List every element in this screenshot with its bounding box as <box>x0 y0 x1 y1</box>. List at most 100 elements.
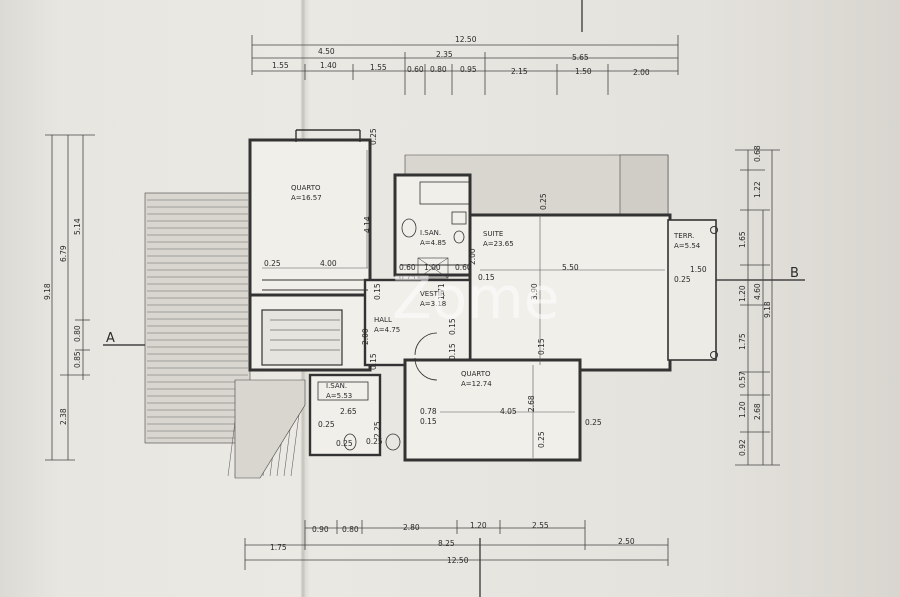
inner-dim: 0.15 <box>448 318 457 335</box>
left-dimensions <box>45 134 95 461</box>
top-dim: 4.50 <box>318 47 335 56</box>
left-dim: 0.85 <box>73 351 82 368</box>
top-total-dim: 12.50 <box>455 35 477 44</box>
room-area-bathroom-2: A=5.53 <box>326 392 352 400</box>
top-dim: 5.65 <box>572 53 589 62</box>
top-dim: 2.35 <box>436 50 453 59</box>
inner-dim: 0.15 <box>537 338 546 355</box>
bottom-dim: 2.50 <box>618 537 635 546</box>
room-name-terrace: TERR. <box>673 232 694 240</box>
room-area-quarto-2: A=12.74 <box>461 380 492 388</box>
right-dim: 1.75 <box>738 333 747 350</box>
inner-dim: 0.25 <box>264 259 281 268</box>
top-dim: 2.15 <box>511 67 528 76</box>
room-name-vestir: VESTIR <box>420 290 445 298</box>
top-dim: 1.55 <box>370 63 387 72</box>
inner-dim: 0.25 <box>539 193 548 210</box>
bottom-dimensions <box>244 520 669 597</box>
section-marker-a: A <box>106 331 115 346</box>
bottom-total-dim: 12.50 <box>447 556 469 565</box>
inner-dim: 0.25 <box>366 437 383 446</box>
right-dim: 1.22 <box>753 181 762 198</box>
right-dim: 1.20 <box>738 285 747 302</box>
top-dim: 1.55 <box>272 61 289 70</box>
bottom-dim: 8.25 <box>438 539 455 548</box>
left-dim: 6.79 <box>59 245 68 262</box>
room-area-hall: A=4.75 <box>374 326 400 334</box>
room-area-terrace: A=5.54 <box>674 242 701 250</box>
room-name-bathroom: I.SAN. <box>420 229 441 237</box>
inner-dim: 0.60 <box>455 263 472 272</box>
right-dim: 0.57 <box>738 371 747 388</box>
room-name-bathroom-2: I.SAN. <box>326 382 347 390</box>
inner-dim: 0.25 <box>318 420 335 429</box>
watermark: Zome <box>392 264 559 332</box>
inner-dim: 4.14 <box>363 216 372 233</box>
inner-dim: 0.25 <box>369 128 378 145</box>
inner-dim: 0.15 <box>369 353 378 370</box>
top-dim: 0.95 <box>460 65 477 74</box>
room-name-suite: SUITE <box>483 230 503 238</box>
room-name-quarto: QUARTO <box>291 184 321 192</box>
right-dim: 2.68 <box>753 403 762 420</box>
room-area-vestir: A=3.18 <box>420 300 446 308</box>
inner-dim: 2.00 <box>468 248 477 265</box>
inner-dim: 0.15 <box>478 273 495 282</box>
inner-dim: 1.50 <box>690 265 707 274</box>
room-name-quarto-2: QUARTO <box>461 370 491 378</box>
top-dim: 1.50 <box>575 67 592 76</box>
inner-dim: 3.90 <box>530 283 539 300</box>
left-dim: 2.38 <box>59 408 68 425</box>
inner-dim: 2.25 <box>373 421 382 438</box>
inner-dim: 0.60 <box>399 263 416 272</box>
bottom-dim: 1.75 <box>270 543 287 552</box>
right-dim: 1.65 <box>738 231 747 248</box>
inner-dim: 4.00 <box>320 259 337 268</box>
inner-dim: 1.00 <box>424 263 441 272</box>
top-dimensions <box>251 0 679 95</box>
bottom-dim: 1.20 <box>470 521 487 530</box>
room-area-quarto: A=16.57 <box>291 194 322 202</box>
room-name-hall: HALL <box>374 316 392 324</box>
top-dim: 1.40 <box>320 61 337 70</box>
inner-dim: 0.15 <box>373 283 382 300</box>
room-area-suite: A=23.65 <box>483 240 514 248</box>
bottom-dim: 0.90 <box>312 525 329 534</box>
inner-dim: 4.05 <box>500 407 517 416</box>
left-dim: 9.18 <box>43 283 52 300</box>
inner-dim: 1.71 <box>437 283 446 300</box>
inner-dim: 0.25 <box>674 275 691 284</box>
inner-dim: 0.25 <box>336 439 353 448</box>
inner-dim: 0.15 <box>420 417 437 426</box>
inner-dim: 0.25 <box>585 418 602 427</box>
top-dim: 0.60 <box>407 65 424 74</box>
inner-dim: 2.65 <box>340 407 357 416</box>
internal-dimension-lines <box>262 150 665 458</box>
left-dim: 0.80 <box>73 325 82 342</box>
inner-dim: 0.75 <box>399 273 416 282</box>
roof-hatching <box>144 154 669 479</box>
section-marker-b: B <box>790 266 799 281</box>
right-dimensions <box>735 149 780 466</box>
inner-dim: 2.68 <box>527 395 536 412</box>
inner-dim: 2.00 <box>361 328 370 345</box>
right-dim: 0.92 <box>738 439 747 456</box>
right-dim: 4.60 <box>753 283 762 300</box>
left-dim: 5.14 <box>73 218 82 235</box>
inner-dim: 5.50 <box>562 263 579 272</box>
inner-dim: 0.15 <box>448 343 457 360</box>
building-walls <box>248 129 718 462</box>
bottom-dim: 2.80 <box>403 523 420 532</box>
bottom-dim: 0.80 <box>342 525 359 534</box>
inner-dim: 0.78 <box>420 407 437 416</box>
right-dim: 0.68 <box>753 145 762 162</box>
top-dim: 0.80 <box>430 65 447 74</box>
room-area-bathroom: A=4.85 <box>420 239 446 247</box>
inner-dim: 0.25 <box>537 431 546 448</box>
right-dim: 9.18 <box>763 301 772 318</box>
top-dim: 2.00 <box>633 68 650 77</box>
bottom-dim: 2.55 <box>532 521 549 530</box>
right-dim: 1.20 <box>738 401 747 418</box>
